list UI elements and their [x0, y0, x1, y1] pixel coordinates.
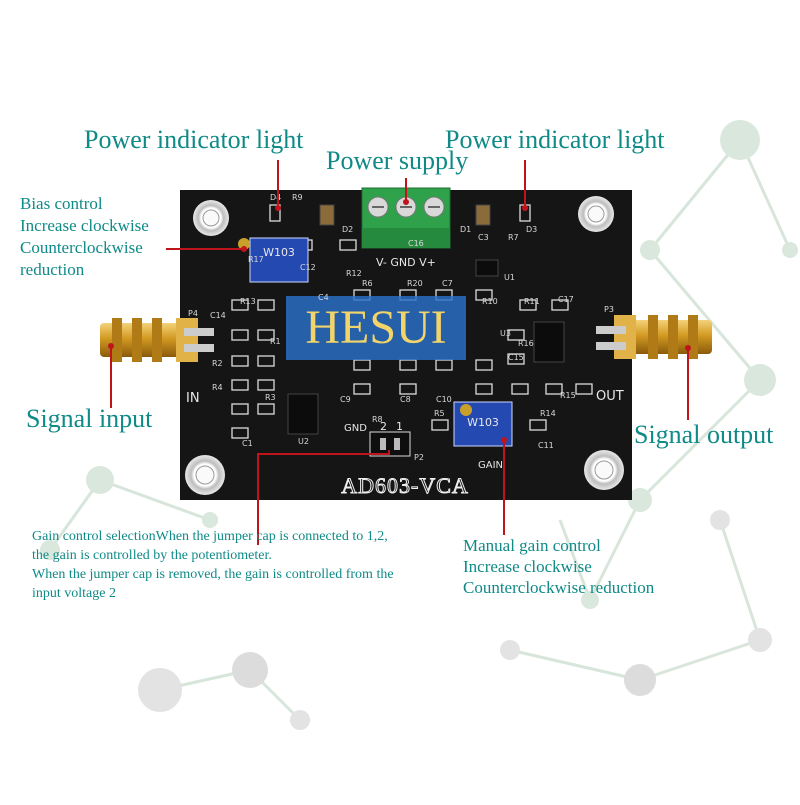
svg-text:GND: GND: [344, 423, 367, 434]
svg-text:1: 1: [396, 420, 403, 433]
silk-ref-p2: P2: [414, 453, 424, 462]
terminal-label: V- GND V+: [376, 256, 436, 269]
svg-text:2: 2: [380, 420, 387, 433]
silk-ref-r3: R3: [265, 393, 276, 402]
power-terminal-block: [361, 187, 451, 249]
gain-selection-line: the gain is controlled by the potentiome…: [32, 548, 272, 563]
silk-ref-d3: D3: [526, 225, 537, 234]
in-label: IN: [186, 391, 200, 406]
pointer-dots: [108, 199, 691, 443]
gain-selection-line: Gain control selectionWhen the jumper ca…: [32, 529, 388, 544]
power-indicator-right-label: Power indicator light: [445, 125, 665, 154]
silk-ref-c16: C16: [408, 239, 424, 248]
bias-control-line: Increase clockwise: [20, 216, 149, 235]
signal-input-label: Signal input: [26, 404, 153, 433]
svg-text:W103: W103: [467, 416, 499, 429]
sma-connector-input: [100, 318, 214, 362]
silk-ref-d2: D2: [342, 225, 353, 234]
silk-ref-c15: C15: [508, 353, 524, 362]
silk-ref-r6: R6: [362, 279, 373, 288]
svg-text:HESUI: HESUI: [305, 301, 446, 354]
sma-connector-output: [596, 315, 712, 359]
silk-ref-r16: R16: [518, 339, 534, 348]
silk-ref-r13: R13: [240, 297, 256, 306]
silk-ref-p3: P3: [604, 305, 614, 314]
pointer-lines: [110, 160, 689, 545]
silk-ref-r1: R1: [270, 337, 281, 346]
silk-ref-r11: R11: [524, 297, 540, 306]
silk-ref-d1: D1: [460, 225, 471, 234]
silk-ref-r20: R20: [407, 279, 423, 288]
bias-potentiometer: W103: [238, 237, 309, 283]
silk-ref-c3: C3: [478, 233, 489, 242]
silk-ref-r9: R9: [292, 193, 303, 202]
manual-gain-line: Increase clockwise: [463, 557, 592, 576]
silk-ref-c10: C10: [436, 395, 452, 404]
silk-ref-c11: C11: [538, 441, 554, 450]
signal-output-label: Signal output: [634, 420, 774, 449]
silk-ref-r17: R17: [248, 255, 264, 264]
silk-ref-c17: C17: [558, 295, 574, 304]
board-title: AD603-VCA: [341, 473, 469, 498]
gain-selection-line: input voltage 2: [32, 586, 116, 601]
silk-ref-u3: U3: [500, 329, 511, 338]
silk-ref-r2: R2: [212, 359, 223, 368]
silk-ref-r14: R14: [540, 409, 556, 418]
manual-gain-line: Manual gain control: [463, 536, 601, 555]
bias-control-line: Bias control: [20, 194, 103, 213]
silk-ref-c7: C7: [442, 279, 453, 288]
silk-ref-d4: D4: [270, 193, 281, 202]
bias-control-line: Counterclockwise: [20, 238, 143, 257]
svg-text:W103: W103: [263, 246, 295, 259]
silk-ref-r5: R5: [434, 409, 445, 418]
ic-chips: [287, 204, 565, 435]
network-nodes: [40, 120, 798, 730]
gain-label: GAIN: [478, 460, 503, 471]
silk-ref-r12: R12: [346, 269, 362, 278]
silk-ref-c1: C1: [242, 439, 253, 448]
silk-ref-c8: C8: [400, 395, 411, 404]
silk-ref-c4: C4: [318, 293, 329, 302]
silk-ref-c9: C9: [340, 395, 351, 404]
silk-ref-r15: R15: [560, 391, 576, 400]
power-indicator-left-label: Power indicator light: [84, 125, 304, 154]
silk-ref-r7: R7: [508, 233, 519, 242]
silk-ref-r10: R10: [482, 297, 498, 306]
power-supply-label: Power supply: [326, 146, 469, 175]
manual-gain-line: Counterclockwise reduction: [463, 578, 655, 597]
gain-control-selection-label: Gain control selectionWhen the jumper ca…: [32, 527, 394, 603]
out-label: OUT: [596, 389, 624, 404]
manual-gain-control-label: Manual gain control Increase clockwise C…: [463, 535, 654, 598]
silk-ref-c12: C12: [300, 263, 316, 272]
silk-ref-r4: R4: [212, 383, 223, 392]
silk-ref-c14: C14: [210, 311, 226, 320]
silk-ref-r8: R8: [372, 415, 383, 424]
bias-control-label: Bias control Increase clockwise Counterc…: [20, 193, 149, 281]
network-background: [48, 139, 792, 722]
bias-control-line: reduction: [20, 260, 85, 279]
gain-selection-line: When the jumper cap is removed, the gain…: [32, 567, 394, 582]
watermark: HESUI: [286, 296, 466, 360]
silk-ref-u1: U1: [504, 273, 515, 282]
silk-ref-u2: U2: [298, 437, 309, 446]
silk-ref-p4: P4: [188, 309, 198, 318]
mounting-holes: [185, 196, 624, 495]
